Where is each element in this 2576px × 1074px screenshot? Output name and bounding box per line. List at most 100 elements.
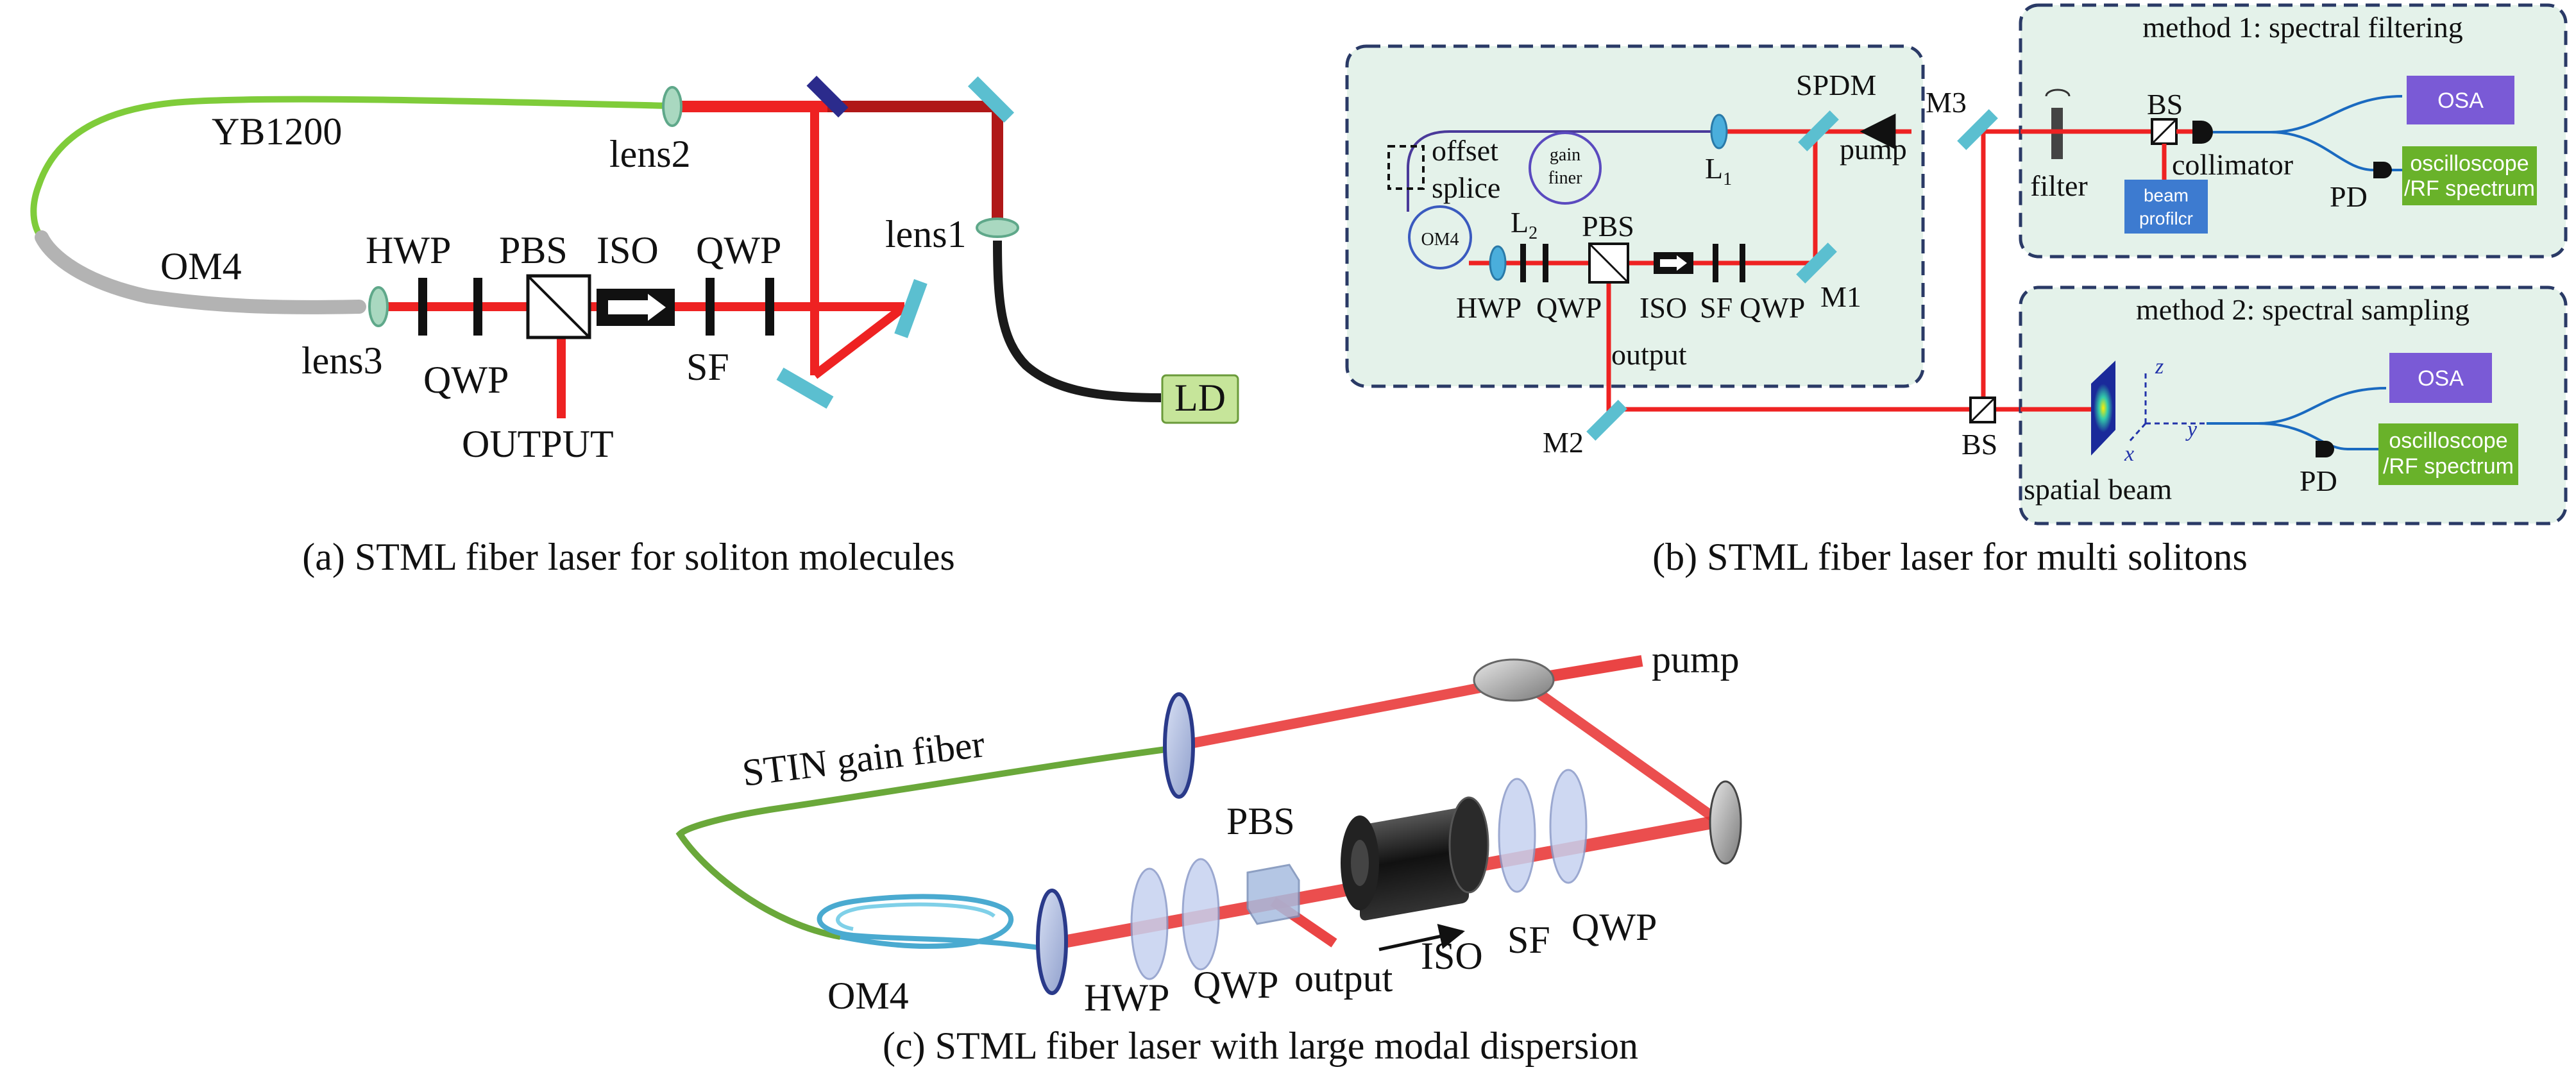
pbs-label-b: PBS [1582,210,1634,243]
offset-splice-box [1387,145,1425,190]
m2-label: M2 [1543,426,1584,459]
lens1 [976,217,1019,238]
offset-label: offset [1432,134,1498,167]
output-label-c: output [1294,957,1393,1000]
beam-profiler-label-1: beam [2144,185,2189,205]
method1-scope-box [2402,146,2537,205]
method1-scope-label-2: /RF spectrum [2404,176,2535,201]
bs-label-b: BS [1962,428,1997,461]
stin-gain-fiber [675,744,1181,940]
collimator-icon [2192,121,2213,144]
axis-x-line [2127,422,2147,444]
pbs-label-a: PBS [499,229,568,271]
spdm-label: SPDM [1796,69,1876,101]
qwp-plate-b1 [1543,244,1548,282]
om4-multimode-fiber [35,230,366,314]
sf-label-c: SF [1507,919,1550,961]
output-label-a: OUTPUT [462,423,614,465]
panel-a: LD YB1200 OM4 lens2 lens1 lens3 HWP PBS … [30,76,1239,578]
m3-label: M3 [1926,86,1967,119]
output-label-b: output [1611,338,1687,371]
beam-profiler-box [2124,180,2208,234]
panel-b: SPDM pump offset splice gain finer OM4 L… [1345,3,2568,578]
coupling-lens-bottom [1036,889,1068,995]
qwp1-label-c: QWP [1193,964,1278,1006]
pbs-cube-c [1246,864,1300,925]
qwp-bottom-label-a: QWP [423,359,509,401]
method2-scope-box [2378,423,2518,485]
hwp-label-b: HWP [1456,291,1521,324]
method1-bs-label: BS [2147,88,2183,121]
panel-c: pump STIN gain fiber PBS OM4 HWP QWP out… [675,638,1742,1067]
ld-label: LD [1174,377,1226,419]
method1-bs-diagonal [2151,118,2178,145]
method2-osa-label: OSA [2418,366,2464,391]
method2-fiber [2207,387,2387,450]
yb1200-gain-fiber [30,96,671,240]
hwp-label-c: HWP [1084,976,1169,1019]
isolator-c [1341,796,1489,921]
qwp-label-b1: QWP [1536,291,1602,324]
iso-label-b: ISO [1640,291,1687,324]
axis-z-label: z [2155,355,2164,379]
pump-delivery-fiber [993,240,1162,402]
hwp-plate [418,278,427,336]
method1-collimator-label: collimator [2172,148,2293,181]
beam-right-diagonal [1517,676,1722,826]
dichroic-mirror [806,76,849,118]
method1-osa-box [2407,76,2514,124]
qwp-top-label-a: QWP [696,229,781,271]
iso-label-c: ISO [1421,935,1483,977]
mirror-top-right [967,76,1015,123]
method2-scope-label-1: oscilloscope [2389,429,2507,453]
lens2-label: lens2 [609,133,691,175]
m1-mirror [1796,243,1837,284]
method2-pd-label: PD [2300,465,2337,497]
method1-osa-label: OSA [2437,89,2484,113]
caption-b: (b) STML fiber laser for multi solitons [1652,536,2248,578]
axis-y-label: y [2185,418,2198,441]
m2-mirror [1586,400,1627,441]
lens1-label: lens1 [885,213,967,255]
om4-label-b: OM4 [1421,230,1459,250]
cavity-fiber [1407,130,1719,212]
qwp-plate-2 [765,278,774,336]
mirror-right [894,278,928,339]
gain-finer-label-1: gain [1550,145,1580,165]
spdm-mirror [1798,110,1839,151]
iso-arrow-icon [608,294,666,321]
qwp-disc-c2 [1549,769,1588,884]
om4-fiber-c [817,894,1053,952]
method2-osa-box [2389,353,2492,403]
pbs-diagonal [527,275,591,339]
lens3 [368,286,389,327]
qwp2-label-c: QWP [1572,906,1657,948]
qwp-plate-b2 [1740,244,1745,282]
qwp-label-b2: QWP [1740,291,1805,324]
lens2 [662,86,682,127]
pump-mirror [1473,658,1555,702]
l2-label: L2 [1511,206,1538,243]
right-mirror [1709,780,1742,865]
sf-label-a: SF [686,346,729,388]
hwp-disc-c [1130,867,1169,980]
axis-x-label: x [2124,442,2134,466]
iso-direction-arrow [1378,924,1465,951]
l2-lens [1489,245,1507,281]
method1-fiber [2213,95,2403,171]
splice-label: splice [1432,171,1500,204]
sf-disc-c [1498,778,1536,893]
ld-box [1161,374,1239,424]
l1-lens [1710,114,1728,149]
gain-finer-label-2: finer [1548,168,1583,188]
lens3-label: lens3 [301,339,383,382]
filter-rotation-icon [2045,89,2071,97]
sf-plate [706,278,715,336]
om4-label-c: OM4 [827,975,909,1017]
hwp-plate-b [1520,244,1526,282]
method2-title: method 2: spectral sampling [2136,293,2470,326]
beam-profiler-label-2: profilcr [2139,209,2193,228]
spatial-beam-spot-icon [2094,384,2113,432]
beam-pump-to-lens [1185,675,1521,749]
method2-pd-icon [2316,441,2334,457]
